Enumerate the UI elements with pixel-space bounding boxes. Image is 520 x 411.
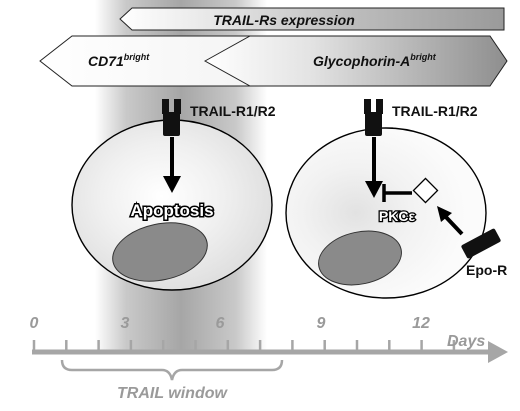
epo-receptor-icon [461, 228, 501, 259]
trail-rs-expression-label: TRAIL-Rs expression [213, 12, 355, 28]
glycophorin-a-bright-arrow: Glycophorin-Abright [203, 35, 508, 87]
epo-signal-arrow [437, 206, 464, 236]
left-cell: TRAIL-R1/R2 Apoptosis [71, 99, 276, 291]
trail-window-label: TRAIL window [117, 385, 228, 402]
left-receptor-icon [162, 99, 181, 136]
epo-receptor-label: Epo-R [466, 262, 507, 278]
left-cell-nucleus [112, 222, 208, 282]
right-receptor-icon [364, 99, 383, 136]
days-timeline: 0 3 6 9 12 Days [30, 315, 508, 363]
tick-label-6: 6 [216, 315, 225, 332]
apoptosis-label: Apoptosis [130, 201, 213, 220]
right-receptor-label: TRAIL-R1/R2 [392, 103, 478, 119]
right-cell: TRAIL-R1/R2 PKCε Epo-R [285, 99, 507, 299]
tick-label-12: 12 [412, 315, 430, 332]
trail-window-brace: TRAIL window [60, 359, 284, 402]
pkc-inhibition-bar [382, 184, 412, 202]
right-signal-arrow [365, 137, 383, 198]
days-unit-label: Days [447, 333, 485, 350]
pkc-diamond-icon [412, 177, 439, 204]
left-receptor-label: TRAIL-R1/R2 [190, 103, 276, 119]
right-cell-nucleus [318, 230, 402, 286]
tick-label-0: 0 [30, 315, 39, 332]
tick-labels: 0 3 6 9 12 [30, 315, 430, 332]
glycophorin-label: Glycophorin-Abright [313, 52, 437, 69]
pkc-epsilon-label: PKCε [379, 208, 416, 224]
left-signal-arrow [163, 137, 181, 193]
tick-label-9: 9 [317, 315, 326, 332]
tick-label-3: 3 [121, 315, 130, 332]
cd71-label: CD71bright [88, 52, 150, 69]
trail-rs-expression-arrow: TRAIL-Rs expression [119, 7, 505, 31]
